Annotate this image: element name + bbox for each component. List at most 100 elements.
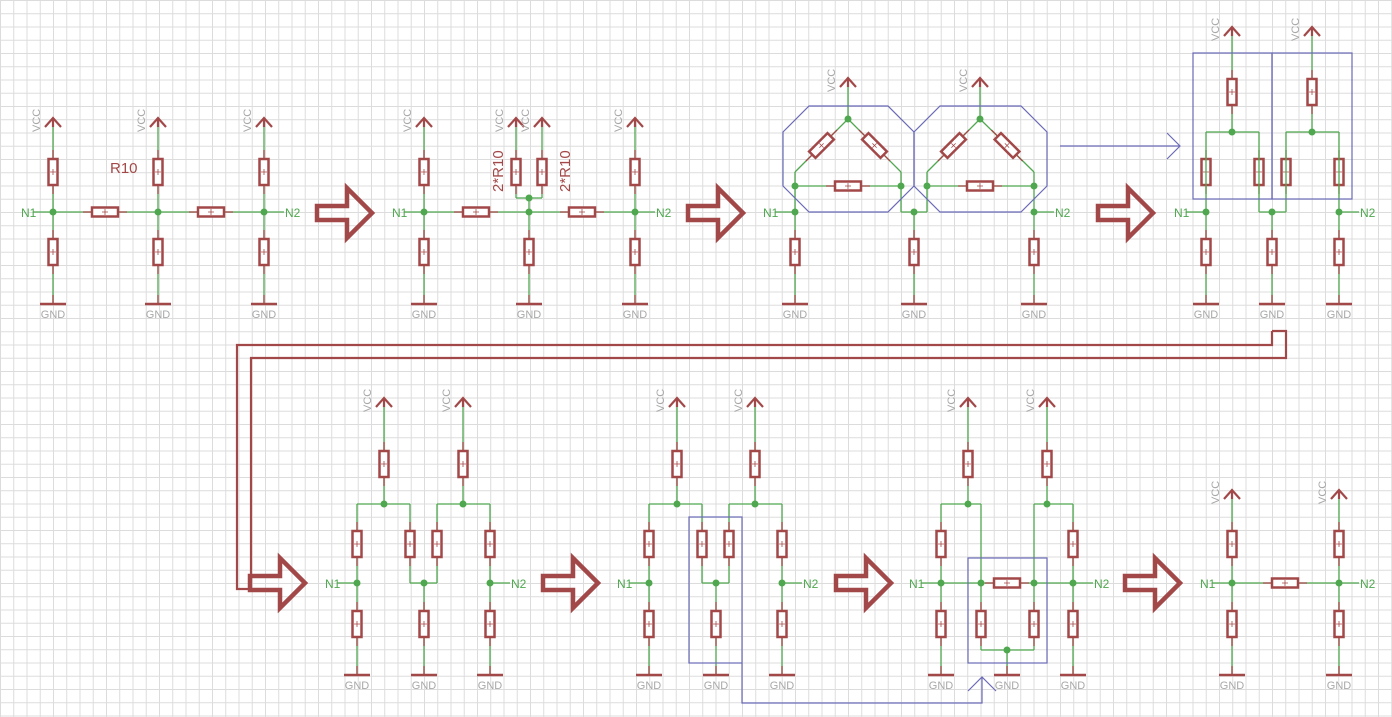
- resistor: [1200, 230, 1212, 274]
- resistor-origin-mark: [1269, 249, 1275, 255]
- resistor-origin-mark: [50, 249, 56, 255]
- resistor-origin-mark: [261, 169, 267, 175]
- net-label-n1: N1: [21, 206, 37, 220]
- resistor-origin-mark: [1229, 621, 1235, 627]
- gnd-label: GND: [1220, 680, 1245, 692]
- resistor: [962, 442, 974, 486]
- resistor: [776, 522, 788, 566]
- resistor: [1226, 70, 1238, 114]
- gnd-label: GND: [1194, 309, 1219, 321]
- vcc-label: VCC: [136, 109, 148, 132]
- resistor-origin-mark: [460, 461, 466, 467]
- resistor-origin-mark: [951, 143, 956, 148]
- group-frame: [1271, 52, 1353, 200]
- resistor-origin-mark: [421, 169, 427, 175]
- transform-arrow-icon: [685, 182, 747, 244]
- resistor: [643, 522, 655, 566]
- resistor: [351, 522, 363, 566]
- resistor-origin-mark: [1336, 621, 1342, 627]
- resistor: [789, 230, 801, 274]
- resistor-origin-mark: [434, 541, 440, 547]
- resistor: [858, 129, 891, 162]
- resistor: [826, 180, 870, 192]
- vcc-arrow-icon: [415, 116, 433, 128]
- transform-arrow-icon: [540, 552, 602, 614]
- resistor: [510, 150, 522, 194]
- resistor-origin-mark: [978, 621, 984, 627]
- resistor: [152, 230, 164, 274]
- net-label-n1: N1: [1174, 206, 1190, 220]
- gnd-label: GND: [770, 680, 795, 692]
- resistor: [935, 522, 947, 566]
- resistor: [431, 522, 443, 566]
- resistor-origin-mark: [872, 143, 877, 148]
- resistor: [418, 230, 430, 274]
- resistor: [958, 180, 1002, 192]
- resistor-origin-mark: [632, 169, 638, 175]
- vcc-arrow-icon: [454, 396, 472, 408]
- resistor: [457, 442, 469, 486]
- resistor: [1067, 522, 1079, 566]
- vcc-label: VCC: [402, 109, 414, 132]
- resistor-origin-mark: [1282, 580, 1288, 586]
- resistor: [776, 602, 788, 646]
- resistor-origin-mark: [487, 541, 493, 547]
- resistor-name-2r10: 2*R10: [490, 150, 507, 192]
- vcc-label: VCC: [441, 389, 453, 412]
- resistor-origin-mark: [938, 621, 944, 627]
- resistor: [258, 150, 270, 194]
- resistor: [189, 206, 233, 218]
- resistor-origin-mark: [473, 209, 479, 215]
- resistor-origin-mark: [1336, 249, 1342, 255]
- resistor: [484, 522, 496, 566]
- vcc-label: VCC: [613, 109, 625, 132]
- resistor-origin-mark: [713, 621, 719, 627]
- resistor-origin-mark: [381, 461, 387, 467]
- resistor: [985, 577, 1029, 589]
- gnd-label: GND: [412, 309, 437, 321]
- vcc-label: VCC: [362, 389, 374, 412]
- transform-arrow-icon: [1095, 182, 1157, 244]
- delta-group-frame: [782, 105, 915, 213]
- resistor: [990, 129, 1024, 162]
- resistor: [937, 129, 970, 162]
- net-label-n2: N2: [1360, 206, 1376, 220]
- net-label-n1: N1: [763, 206, 779, 220]
- resistor-origin-mark: [674, 461, 680, 467]
- resistor-origin-mark: [1336, 541, 1342, 547]
- resistor-origin-mark: [155, 169, 161, 175]
- resistor-origin-mark: [261, 249, 267, 255]
- resistor-origin-mark: [579, 209, 585, 215]
- vcc-arrow-icon: [971, 76, 989, 88]
- resistor: [629, 150, 641, 194]
- net-label-n2: N2: [656, 206, 672, 220]
- junction-dot: [844, 115, 852, 123]
- net-label-n1: N1: [909, 577, 925, 591]
- resistor-origin-mark: [779, 541, 785, 547]
- gnd-label: GND: [1327, 680, 1352, 692]
- gnd-label: GND: [995, 680, 1020, 692]
- return-path-arrow-icon: [235, 329, 1288, 591]
- resistor-origin-mark: [845, 183, 851, 189]
- junction-dot: [1030, 579, 1038, 587]
- resistor-origin-mark: [354, 541, 360, 547]
- net-label-n2: N2: [285, 206, 301, 220]
- resistor: [1226, 522, 1238, 566]
- resistor-origin-mark: [155, 249, 161, 255]
- resistor: [908, 230, 920, 274]
- mapping-arrow-icon: [1060, 132, 1181, 160]
- resistor: [723, 522, 735, 566]
- resistor-origin-mark: [208, 209, 214, 215]
- resistor-origin-mark: [632, 249, 638, 255]
- vcc-arrow-icon: [959, 396, 977, 408]
- resistor: [710, 602, 722, 646]
- resistor: [629, 230, 641, 274]
- resistor: [536, 150, 548, 194]
- vcc-arrow-icon: [626, 116, 644, 128]
- vcc-arrow-icon: [839, 76, 857, 88]
- vcc-arrow-icon: [149, 116, 167, 128]
- resistor: [1266, 230, 1278, 274]
- resistor: [671, 442, 683, 486]
- junction-dot: [525, 194, 533, 202]
- gnd-label: GND: [412, 680, 437, 692]
